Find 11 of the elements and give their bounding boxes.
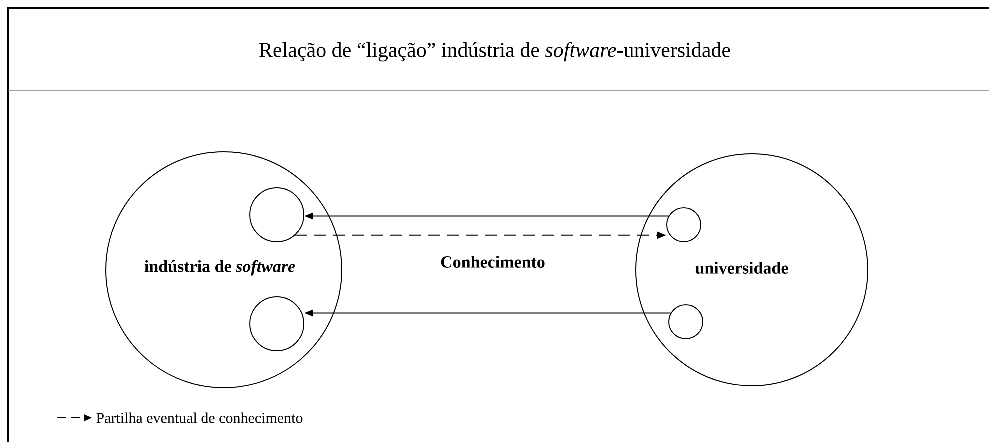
circle xyxy=(106,152,342,388)
flow-label: Conhecimento xyxy=(441,256,545,268)
small-circle xyxy=(250,188,304,242)
legend-text: Partilha eventual de conhecimento xyxy=(96,412,303,424)
small-circle xyxy=(668,304,704,340)
small-circle xyxy=(250,296,304,352)
title: Relação de “ligação” indústria de software-universidade xyxy=(260,42,730,62)
small-circle xyxy=(666,208,702,242)
circle-label: universidade xyxy=(696,262,788,274)
circle xyxy=(636,154,868,386)
circle-label: indústria de software xyxy=(144,260,296,276)
